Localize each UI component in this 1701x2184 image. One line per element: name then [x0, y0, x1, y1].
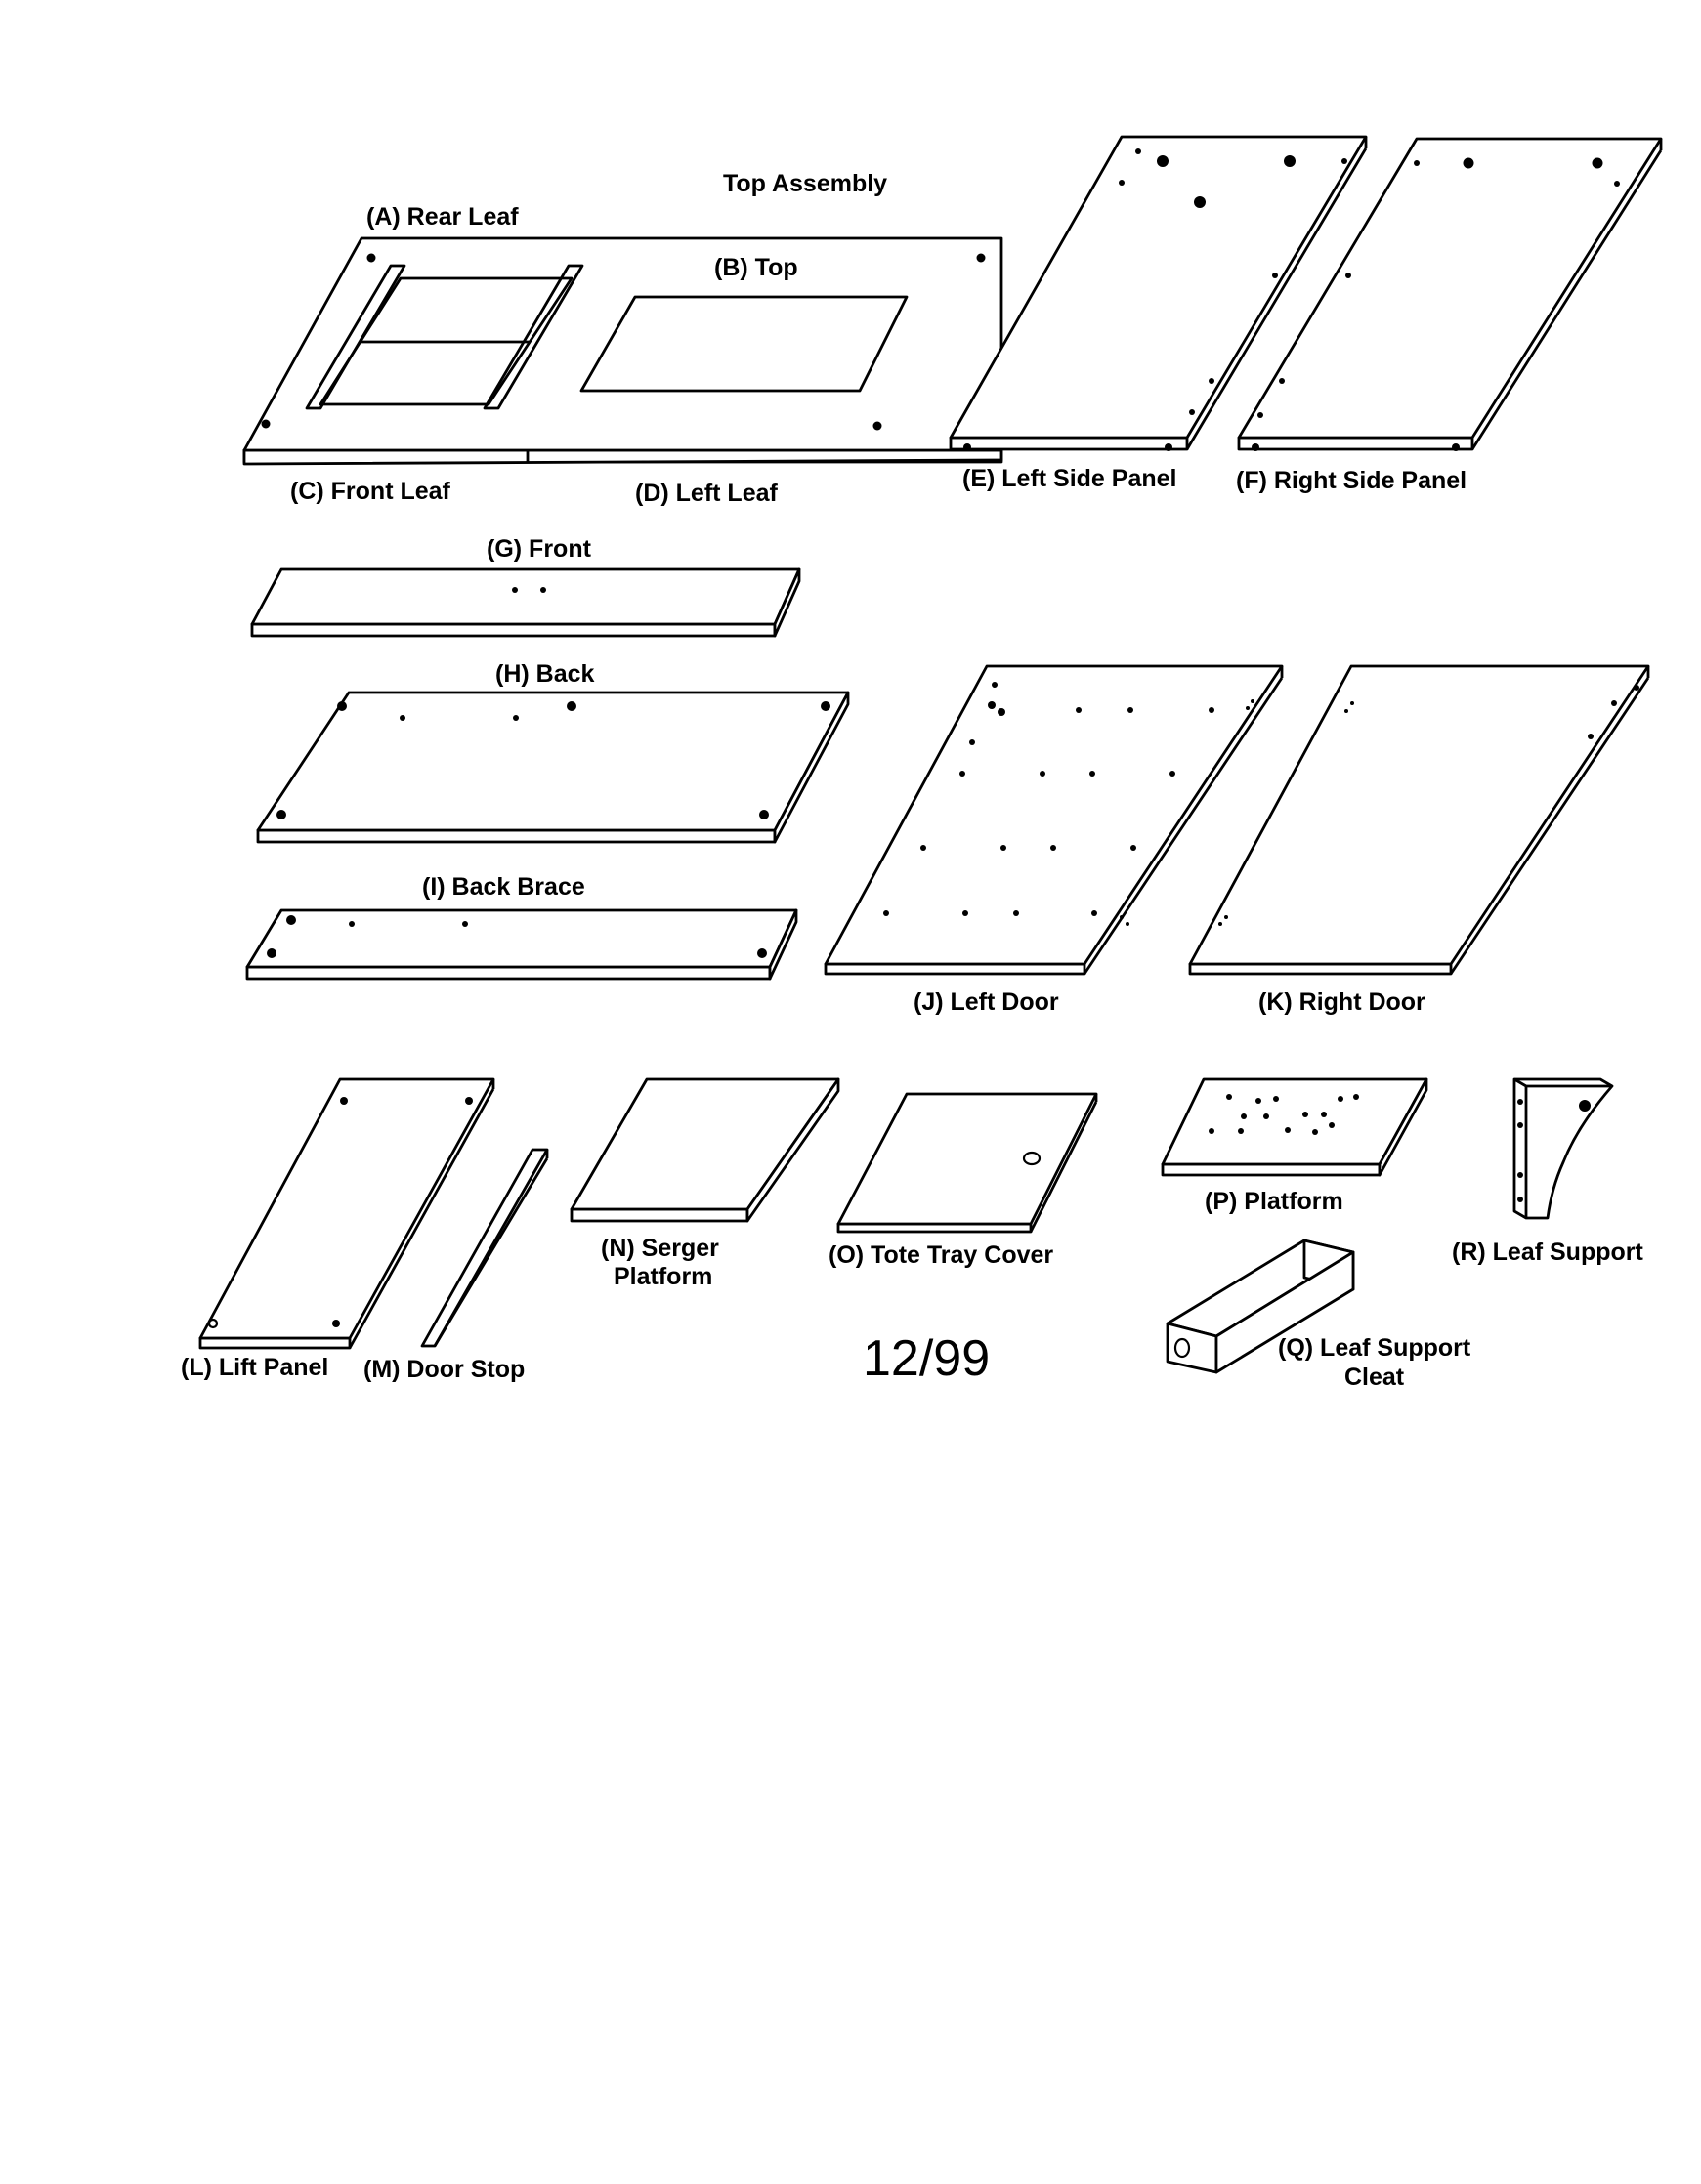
label-right-door: (K) Right Door	[1258, 988, 1425, 1016]
label-serger: (N) Serger	[601, 1235, 719, 1262]
top-assembly	[242, 236, 1003, 466]
left-side-panel	[949, 135, 1368, 451]
back-brace	[245, 908, 798, 981]
leaf-support-cleat	[1166, 1239, 1355, 1374]
label-left-door: (J) Left Door	[914, 988, 1059, 1016]
serger-platform	[570, 1077, 840, 1223]
date-mark: 12/99	[863, 1330, 990, 1387]
label-leaf-support-cleat: (Q) Leaf Support	[1278, 1334, 1471, 1362]
label-left-leaf: (D) Left Leaf	[635, 480, 779, 507]
diagram-title: Top Assembly	[723, 170, 887, 197]
right-door	[1188, 664, 1650, 976]
label-front: (G) Front	[487, 535, 592, 563]
left-door	[824, 664, 1284, 976]
label-front-leaf: (C) Front Leaf	[290, 478, 451, 505]
label-cleat: Cleat	[1344, 1364, 1405, 1391]
back-board	[256, 691, 850, 844]
label-door-stop: (M) Door Stop	[363, 1356, 525, 1383]
platform	[1161, 1077, 1428, 1177]
label-left-side-panel: (E) Left Side Panel	[962, 465, 1176, 492]
label-right-side-panel: (F) Right Side Panel	[1236, 467, 1467, 494]
label-top: (B) Top	[714, 254, 798, 281]
label-serger-platform: Platform	[614, 1263, 712, 1290]
label-lift-panel: (L) Lift Panel	[181, 1354, 328, 1381]
right-side-panel	[1237, 137, 1663, 451]
label-back: (H) Back	[495, 660, 595, 688]
label-platform: (P) Platform	[1205, 1188, 1343, 1215]
label-leaf-support: (R) Leaf Support	[1452, 1239, 1643, 1266]
label-tote-tray-cover: (O) Tote Tray Cover	[829, 1241, 1053, 1269]
label-back-brace: (I) Back Brace	[422, 873, 585, 901]
label-rear-leaf: (A) Rear Leaf	[366, 203, 519, 231]
lift-panel	[198, 1077, 495, 1350]
door-stop	[420, 1148, 549, 1348]
tote-tray-cover	[836, 1092, 1098, 1234]
leaf-support	[1512, 1077, 1614, 1220]
front-board	[250, 567, 801, 638]
